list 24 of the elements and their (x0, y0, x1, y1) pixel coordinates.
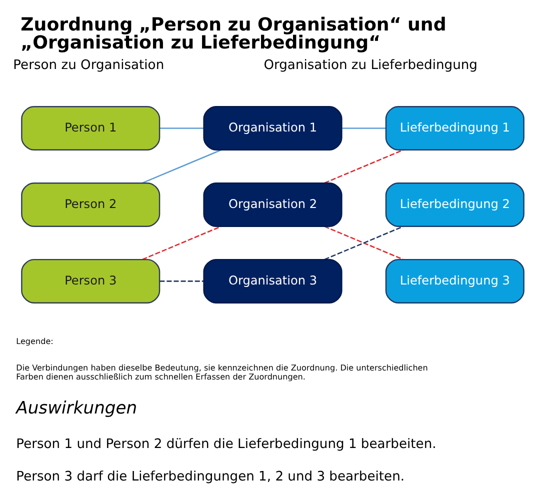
node-box: Lieferbedingung 3 (385, 258, 524, 303)
label: Legende: (16, 336, 54, 346)
diagram-title: Zuordnung „Person zu Organisation“ und „Organisation zu Lieferbedingung“ (20, 14, 446, 54)
node-box: Person 3 (21, 258, 160, 303)
node-box: Lieferbedingung 2 (385, 182, 524, 226)
connector (142, 225, 222, 260)
label: Organisation zu Lieferbedingung (264, 57, 478, 72)
label: Person 3 darf die Lieferbedingungen 1, 2 und 3 bearbeiten. (16, 468, 405, 484)
connector (324, 225, 404, 260)
connector (324, 148, 404, 184)
node-box: Person 2 (21, 182, 160, 226)
node-box: Organisation 3 (203, 258, 342, 303)
node-box: Lieferbedingung 1 (385, 106, 524, 150)
label: Person zu Organisation (13, 57, 164, 72)
connector (160, 127, 204, 128)
label: Die Verbindungen haben dieselbe Bedeutung, sie kennzeichnen die Zuordnung. Die unterschiedlichen Farben dienen ausschließlich zum schnellen Erfassen der Zuordnungen. (16, 363, 428, 382)
connector (142, 148, 222, 184)
node-box: Organisation 1 (203, 106, 342, 150)
label: Auswirkungen (16, 398, 138, 418)
node-box: Organisation 2 (203, 182, 342, 226)
node-box: Person 1 (21, 106, 160, 150)
connector (160, 280, 204, 282)
label: Person 1 und Person 2 dürfen die Lieferbedingung 1 bearbeiten. (16, 436, 436, 452)
connector (342, 127, 386, 128)
